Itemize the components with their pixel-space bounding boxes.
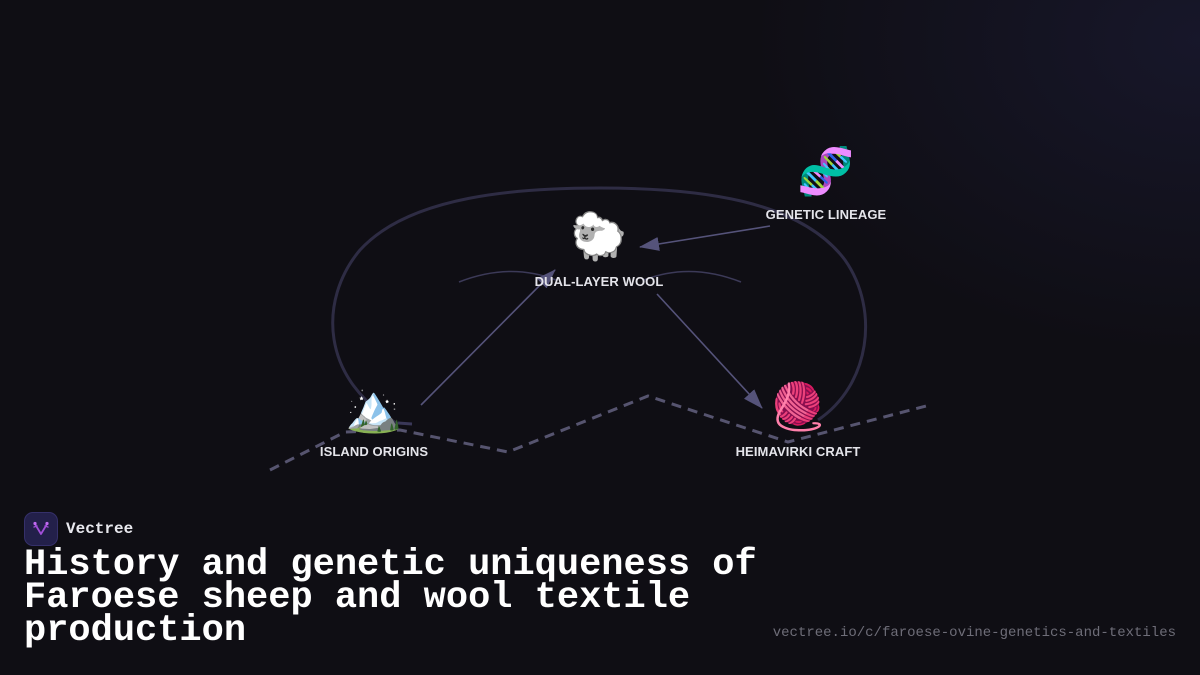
edge-island-stub [397, 421, 413, 426]
vectree-branch-icon [33, 521, 49, 535]
orbit-arc-right [643, 270, 742, 283]
mountain-icon: 🏔️ [345, 381, 403, 435]
node-island-origins[interactable]: 🏔️ ISLAND ORIGINS [320, 380, 428, 459]
brand-logo [24, 512, 58, 546]
page-url[interactable]: vectree.io/c/faroese-ovine-genetics-and-… [772, 625, 1176, 641]
node-label: GENETIC LINEAGE [765, 207, 887, 222]
sheep-icon: 🐑 [570, 209, 628, 263]
dna-icon: 🧬 [797, 144, 855, 198]
node-label: HEIMAVIRKI CRAFT [735, 444, 861, 459]
node-genetic-lineage[interactable]: 🧬 GENETIC LINEAGE [766, 143, 887, 222]
cycle-loop [331, 186, 868, 426]
edge-island-to-wool [420, 269, 556, 406]
node-label: DUAL-LAYER WOOL [534, 274, 664, 289]
edge-genetic-to-wool [639, 225, 771, 251]
node-dual-layer-wool[interactable]: 🐑 DUAL-LAYER WOOL [535, 208, 664, 289]
page-title: History and genetic uniqueness of Faroes… [24, 544, 757, 652]
node-label: ISLAND ORIGINS [319, 444, 429, 459]
yarn-icon: 🧶 [769, 379, 827, 433]
brand-name: Vectree [66, 520, 134, 538]
brand: Vectree [24, 512, 133, 546]
edge-wool-to-craft [656, 293, 763, 409]
node-heimavirki-craft[interactable]: 🧶 HEIMAVIRKI CRAFT [736, 378, 861, 459]
terrain-dashed-line [269, 394, 931, 472]
